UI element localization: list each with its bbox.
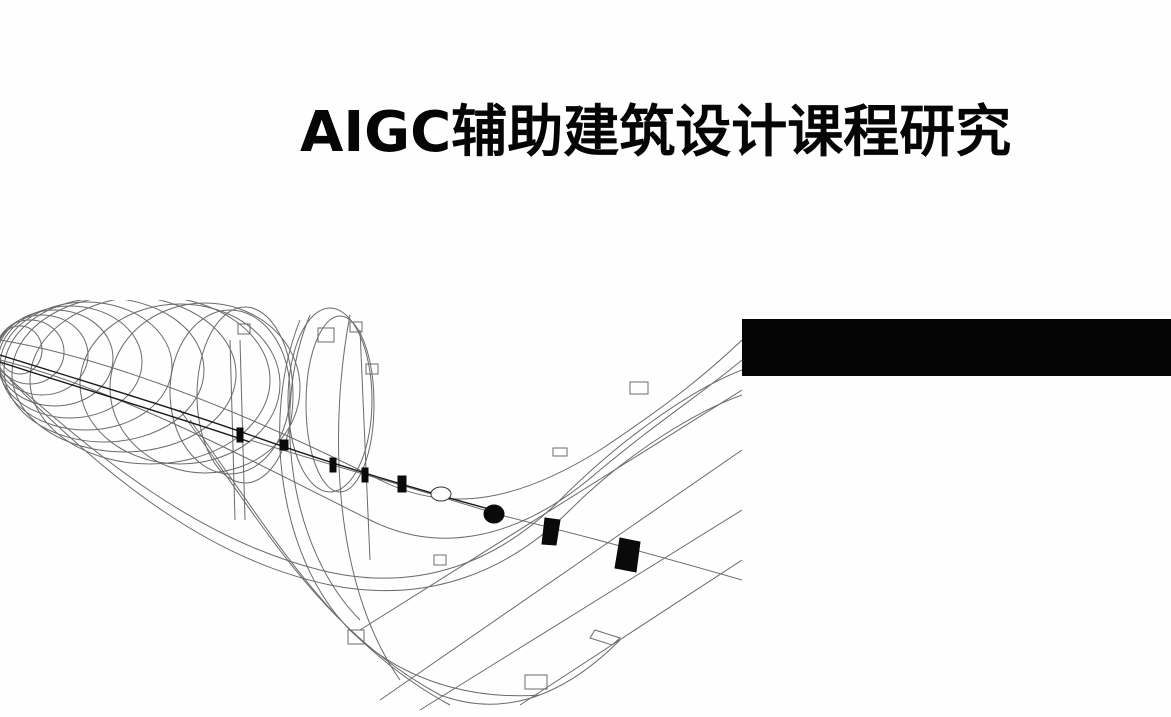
helix-spine (0, 354, 742, 581)
slide-title: AIGC辅助建筑设计课程研究 (300, 100, 1012, 165)
accent-bar (742, 319, 1171, 376)
helix-rings (0, 300, 375, 493)
helix-connectors (237, 321, 649, 690)
dna-helix-illustration (0, 300, 742, 711)
